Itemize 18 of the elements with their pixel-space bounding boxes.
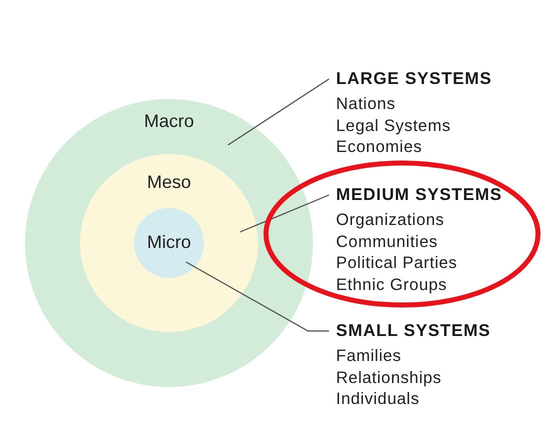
leader-line: [186, 261, 329, 332]
list-item: Organizations: [336, 210, 444, 231]
list-item: Relationships: [336, 368, 442, 388]
list-item: Political Parties: [336, 253, 458, 274]
list-item: Nations: [336, 94, 396, 115]
list-item: Economies: [336, 137, 422, 158]
circle-label: Macro: [144, 111, 194, 131]
list-item: Communities: [336, 232, 438, 252]
circle-label: Micro: [147, 232, 191, 252]
list-item: Ethnic Groups: [336, 274, 448, 296]
heading: LARGE SYSTEMS: [336, 69, 492, 89]
list-item: Legal Systems: [336, 116, 451, 136]
list-item: Individuals: [336, 389, 420, 410]
list-item: Families: [336, 346, 402, 367]
leader-line: [228, 78, 330, 146]
heading: SMALL SYSTEMS: [336, 321, 491, 341]
circle-label: Meso: [147, 172, 191, 192]
heading: MEDIUM SYSTEMS: [336, 185, 502, 205]
